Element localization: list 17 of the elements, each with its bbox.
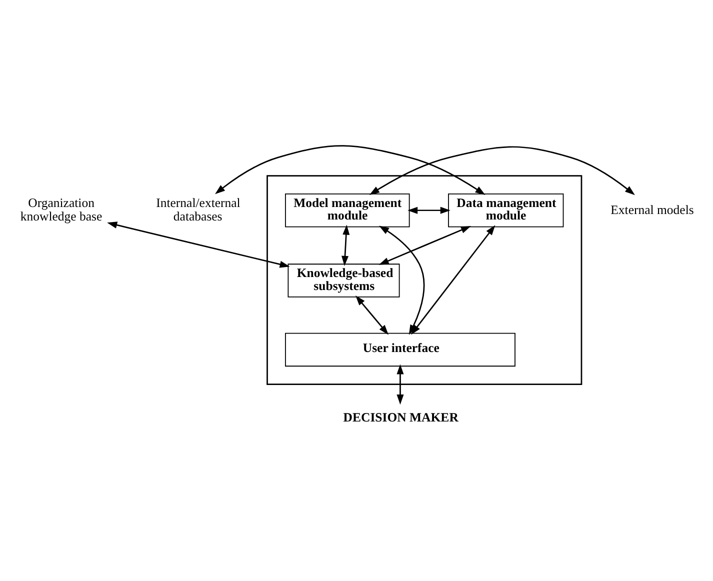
- node-text: DECISION MAKER: [343, 410, 458, 424]
- arrow: [369, 146, 635, 196]
- node-box: Data management module: [448, 194, 564, 228]
- node-box: Knowledge-based subsystems: [288, 264, 400, 298]
- node-text: Internal/external databases: [156, 196, 240, 224]
- node-text: Organization knowledge base: [20, 196, 102, 224]
- arrow: [356, 295, 389, 335]
- arrow: [107, 222, 290, 268]
- node-text: External models: [610, 202, 694, 217]
- arrow: [342, 224, 350, 266]
- node-box: User interface: [285, 332, 516, 367]
- node-box: Model management module: [285, 194, 410, 228]
- arrow: [396, 364, 404, 405]
- arrow: [215, 145, 486, 195]
- cluster: [266, 175, 582, 386]
- arrow: [378, 226, 471, 265]
- arrow: [408, 206, 450, 214]
